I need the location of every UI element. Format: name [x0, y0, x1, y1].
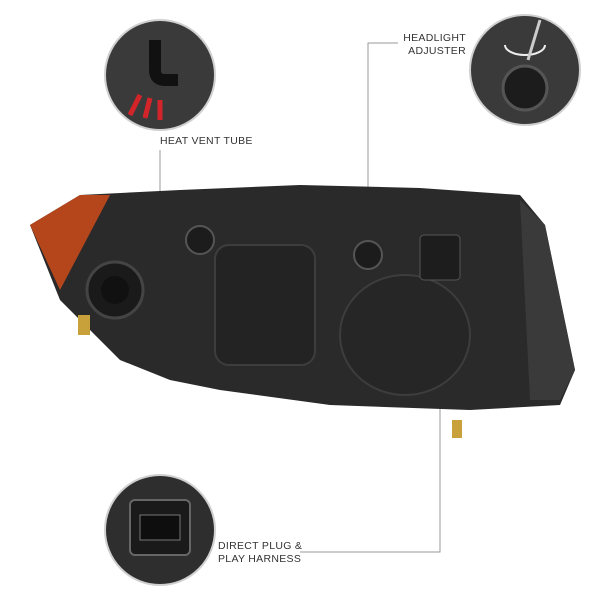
headlight-adjuster-label: HEADLIGHT ADJUSTER — [398, 32, 466, 58]
headlight-adjuster-detail-circle — [469, 14, 581, 126]
heat-vent-tube-label: HEAT VENT TUBE — [160, 135, 253, 147]
headlight-adjuster-label-line1: HEADLIGHT — [403, 32, 466, 44]
adjuster-leader-line — [367, 42, 398, 238]
harness-label-line2: PLAY HARNESS — [218, 553, 302, 565]
headlight-adjuster-label-line2: ADJUSTER — [408, 45, 466, 57]
heat-vent-detail-circle — [104, 19, 216, 131]
headlight-housing — [30, 185, 575, 438]
harness-label: DIRECT PLUG & PLAY HARNESS — [218, 540, 302, 566]
harness-detail-circle — [104, 474, 216, 586]
harness-label-line1: DIRECT PLUG & — [218, 540, 303, 552]
